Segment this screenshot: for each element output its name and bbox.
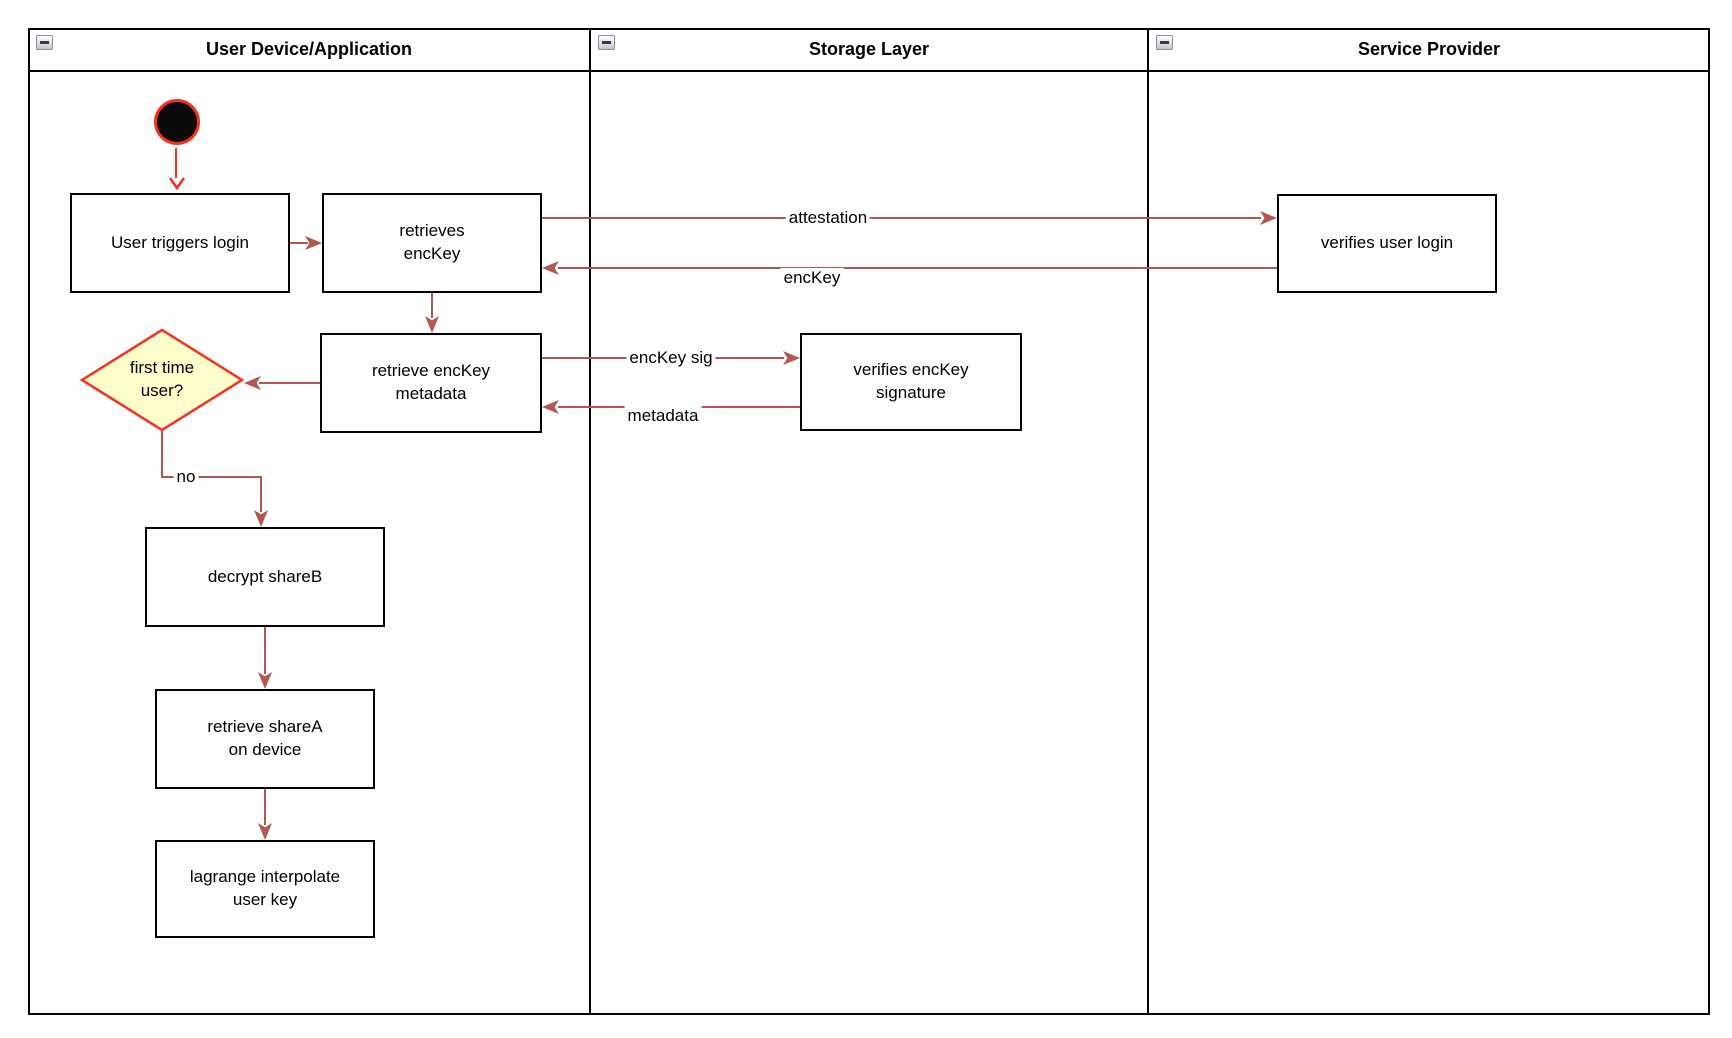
- minus-icon: [1160, 41, 1169, 44]
- lane-title-service-provider: Service Provider: [1357, 38, 1501, 59]
- node-verifies-enckey-signature: verifies encKey signature: [800, 333, 1022, 431]
- edge-retrieves-to-metadata-line: [431, 293, 433, 318]
- start-edge-open-arrowhead-icon: [168, 177, 186, 190]
- edge-label-no: no: [173, 467, 199, 487]
- edge-attestation-line: [542, 217, 1261, 219]
- start-edge-line: [175, 148, 177, 178]
- lane-title-user-device: User Device/Application: [205, 38, 413, 59]
- diamond-shape-icon: [80, 328, 244, 432]
- edge-no-branch-segment-1: [161, 431, 163, 477]
- edge-label-enckey: encKey: [780, 268, 844, 288]
- collapse-lane-service-provider-button[interactable]: [1156, 35, 1173, 50]
- minus-icon: [40, 41, 49, 44]
- edge-label-enckey-sig: encKey sig: [626, 348, 716, 368]
- edge-metadata-to-decision-line: [259, 382, 320, 384]
- node-verifies-user-login: verifies user login: [1277, 194, 1497, 293]
- edge-label-attestation: attestation: [785, 208, 871, 228]
- start-node: [154, 99, 200, 145]
- decision-first-time-user: first time user?: [80, 328, 244, 432]
- node-lagrange-interpolate: lagrange interpolate user key: [155, 840, 375, 938]
- lane-divider-1: [589, 28, 591, 1015]
- node-retrieves-enckey: retrieves encKey: [322, 193, 542, 293]
- edge-label-metadata: metadata: [624, 406, 702, 426]
- minus-icon: [602, 41, 611, 44]
- node-user-triggers-login: User triggers login: [70, 193, 290, 293]
- collapse-lane-storage-layer-button[interactable]: [598, 35, 615, 50]
- decision-label: first time user?: [129, 358, 195, 400]
- lane-divider-2: [1147, 28, 1149, 1015]
- collapse-lane-user-device-button[interactable]: [36, 35, 53, 50]
- node-retrieve-sharea: retrieve shareA on device: [155, 689, 375, 789]
- edge-no-branch-segment-2: [161, 476, 262, 478]
- edge-enckey-line: [558, 267, 1277, 269]
- node-retrieve-enckey-metadata: retrieve encKey metadata: [320, 333, 542, 433]
- edge-sharea-to-lagrange-line: [264, 789, 266, 825]
- pool-header-row: [28, 28, 1710, 72]
- edge-login-to-retrieves-line: [290, 242, 308, 244]
- edge-no-branch-segment-3: [260, 476, 262, 512]
- pool-frame: [28, 28, 1710, 1015]
- edge-decrypt-to-sharea-line: [264, 627, 266, 674]
- lane-title-storage-layer: Storage Layer: [808, 38, 930, 59]
- node-decrypt-shareb: decrypt shareB: [145, 527, 385, 627]
